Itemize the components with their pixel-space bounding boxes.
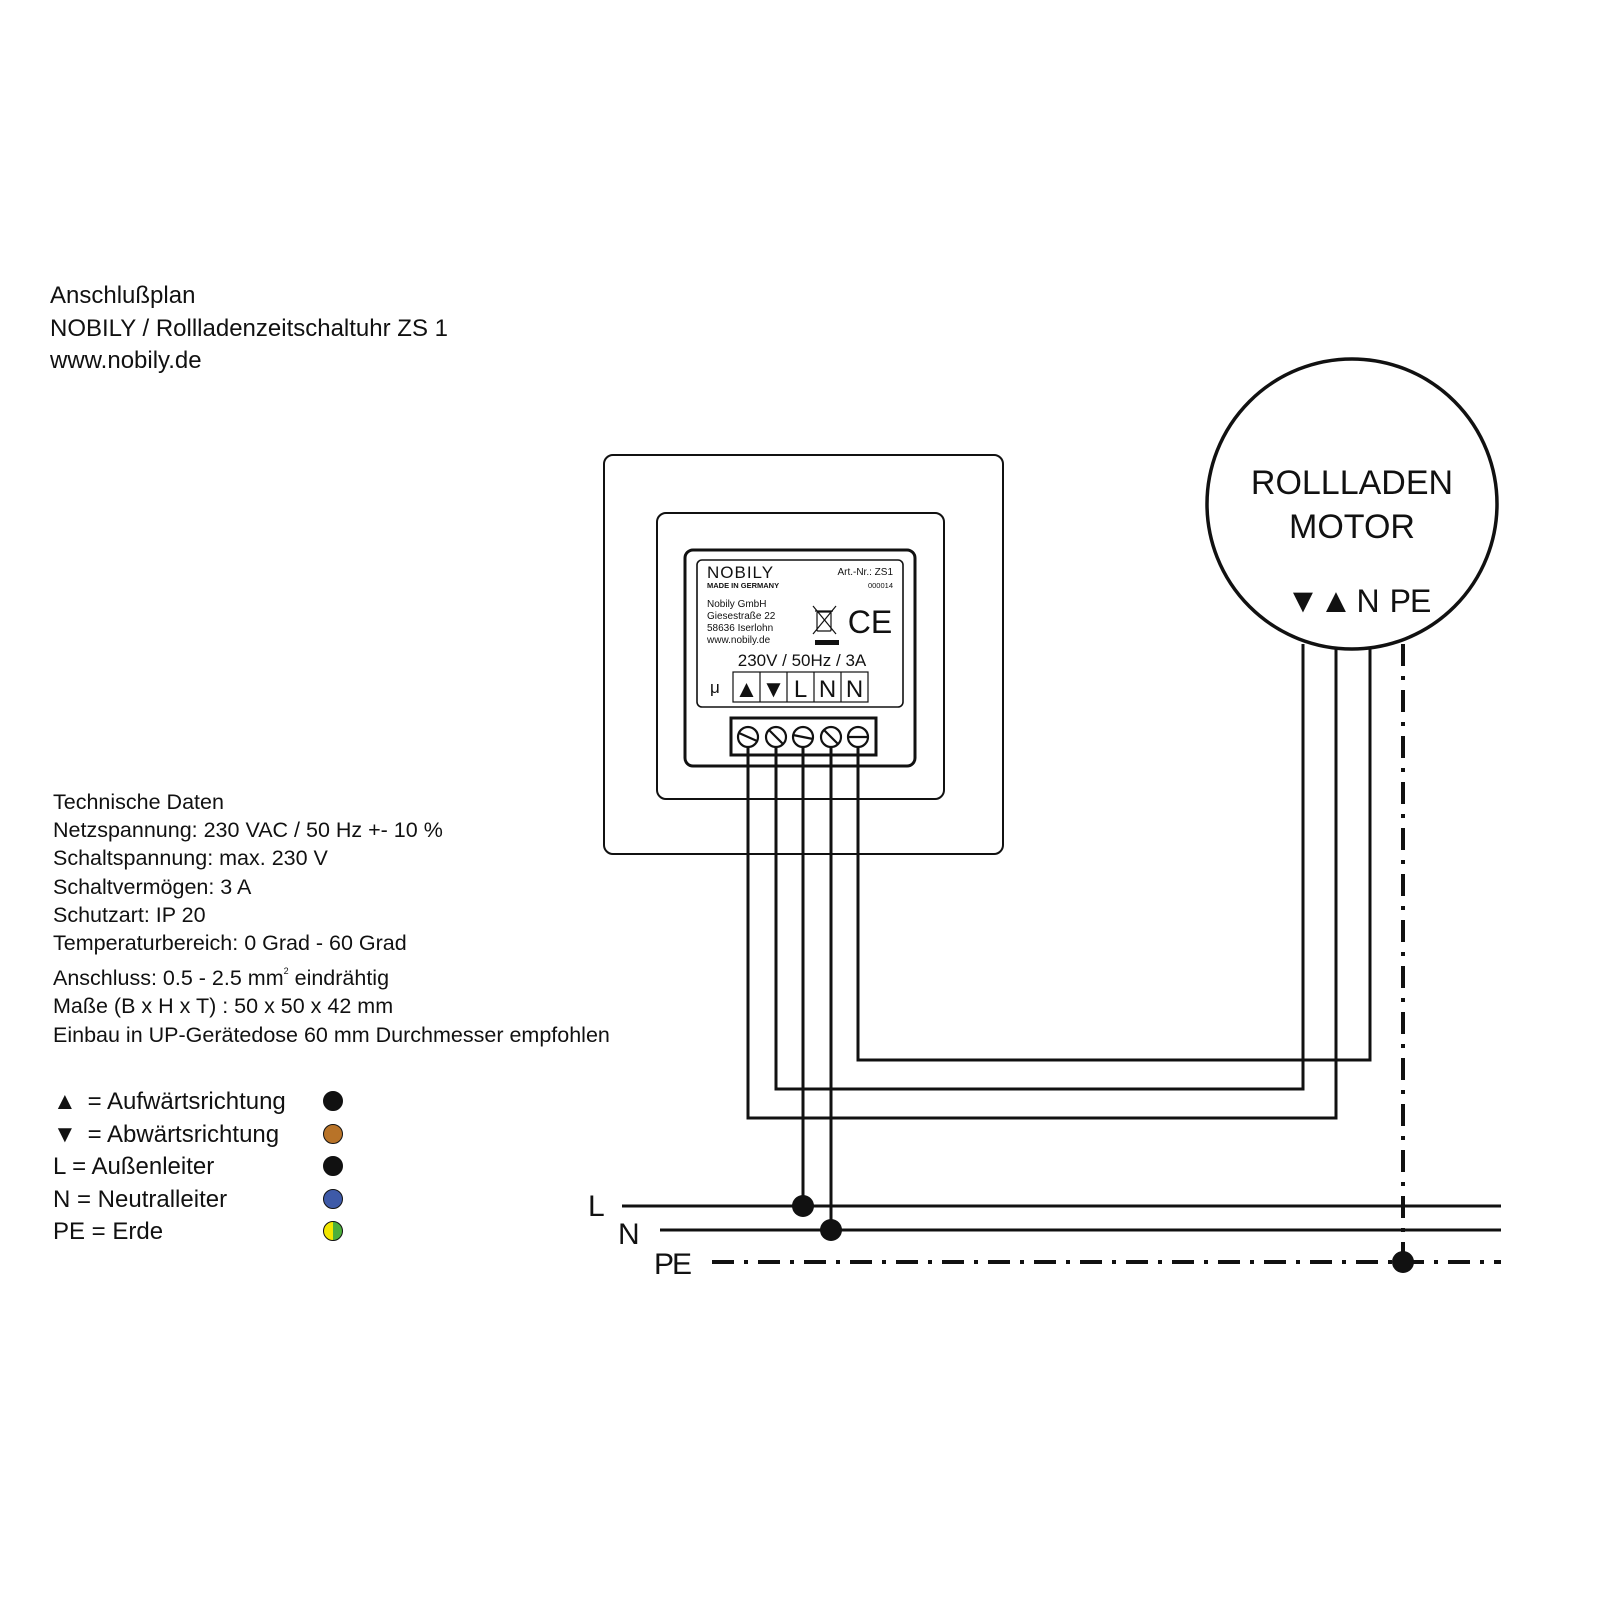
- connection-suffix: eindrähtig: [288, 966, 390, 991]
- legend-label: L = Außenleiter: [53, 1153, 215, 1180]
- screw-terminal-icon: [791, 725, 815, 749]
- tech-row: Maße (B x H x T) : 50 x 50 x 42 mm: [53, 994, 394, 1019]
- wire-neutral-motor: [856, 644, 1372, 1062]
- inner-frame: [656, 512, 945, 800]
- wire-color-black-dot: [323, 1156, 343, 1176]
- screw-terminal-icon: [736, 725, 760, 749]
- wire-color-blue-dot: [323, 1188, 343, 1209]
- motor-terminal-up: ▲: [1319, 582, 1353, 620]
- motor-title-line2: MOTOR: [1289, 508, 1415, 546]
- terminal-label-l: L: [794, 676, 807, 703]
- legend-item-l: L = Außenleiter: [53, 1151, 343, 1184]
- tech-row-connection: Anschluss: 0.5 - 2.5 mm2 eindrähtig: [53, 957, 610, 992]
- wire-color-brown-dot: [323, 1123, 343, 1144]
- legend-item-down: ▼ = Abwärtsrichtung: [53, 1119, 343, 1152]
- legend-item-up: ▲ = Aufwärtsrichtung: [53, 1086, 343, 1119]
- tech-row: Temperaturbereich: 0 Grad - 60 Grad: [53, 931, 407, 956]
- label-brand: NOBILY: [707, 563, 774, 582]
- tech-row: Schutzart: IP 20: [53, 902, 206, 927]
- motor-terminal-pe: PE: [1390, 583, 1431, 619]
- label-street: Giesestraße 22: [707, 611, 776, 622]
- label-article-no: Art.-Nr.: ZS1: [837, 567, 893, 578]
- label-website: www.nobily.de: [706, 635, 771, 646]
- junction-pe-dot: [1392, 1251, 1414, 1273]
- legend-label: = Aufwärtsrichtung: [81, 1088, 286, 1115]
- motor-title-line1: ROLLLADEN: [1251, 464, 1453, 502]
- label-company: Nobily GmbH: [707, 599, 766, 610]
- label-micro-symbol: μ: [710, 678, 720, 697]
- technical-data: Technische Daten Netzspannung: 230 VAC /…: [53, 788, 610, 1049]
- legend-label: PE = Erde: [53, 1218, 164, 1245]
- bus-label-pe: PE: [654, 1248, 691, 1281]
- terminal-label-n2: N: [846, 676, 863, 703]
- tech-heading: Technische Daten: [53, 790, 224, 814]
- tech-row: Schaltspannung: max. 230 V: [53, 846, 328, 871]
- motor-terminal-n: N: [1356, 583, 1379, 619]
- tech-row: Netzspannung: 230 VAC / 50 Hz +- 10 %: [53, 818, 443, 843]
- plan-title: Anschlußplan: [50, 282, 196, 309]
- legend-label: = Abwärtsrichtung: [81, 1120, 280, 1148]
- bus-label-n: N: [618, 1218, 640, 1251]
- wire-down: [774, 644, 1305, 1091]
- motor-circle: [1205, 357, 1499, 651]
- legend-label: N = Neutralleiter: [53, 1185, 228, 1213]
- motor-terminal-down: ▼: [1286, 582, 1320, 620]
- wire-color-yellow-green-dot: [323, 1221, 343, 1241]
- screw-terminal-icon: [846, 725, 870, 749]
- device-label-plate: [696, 559, 904, 708]
- junction-l-dot: [792, 1195, 814, 1217]
- label-city: 58636 Iserlohn: [707, 623, 773, 634]
- terminal-label-n: N: [819, 676, 836, 703]
- down-triangle-icon: ▼: [53, 1120, 77, 1148]
- wire-color-black-dot: [323, 1091, 343, 1111]
- label-serial: 000014: [868, 581, 893, 590]
- website-link: www.nobily.de: [50, 347, 202, 374]
- connection-text: Anschluss: 0.5 - 2.5 mm: [53, 966, 284, 991]
- device-body: [683, 548, 917, 768]
- screw-terminal-icon: [819, 725, 843, 749]
- legend-item-pe: PE = Erde: [53, 1216, 343, 1249]
- wires: [746, 644, 1372, 1230]
- label-rating: 230V / 50Hz / 3A: [738, 651, 867, 670]
- label-made-in: MADE IN GERMANY: [707, 581, 779, 590]
- document-header: Anschlußplan NOBILY / Rollladenzeitschal…: [50, 280, 448, 378]
- legend-item-n: N = Neutralleiter: [53, 1184, 343, 1217]
- terminal-label-row: ▲ ▼ L N N: [732, 671, 869, 703]
- terminal-label-down: ▼: [762, 676, 786, 703]
- connection-superscript: 2: [283, 966, 289, 977]
- terminal-label-up: ▲: [735, 676, 759, 703]
- ce-mark-icon: CE: [848, 604, 892, 640]
- up-triangle-icon: ▲: [53, 1088, 77, 1115]
- junction-n-dot: [820, 1219, 842, 1241]
- tech-row: Einbau in UP-Gerätedose 60 mm Durchmesse…: [53, 1022, 610, 1047]
- weee-crossed-bin-icon: [812, 605, 839, 645]
- tech-row: Schaltvermögen: 3 A: [53, 874, 252, 899]
- wire-up: [746, 644, 1338, 1120]
- wire-color-legend: ▲ = Aufwärtsrichtung ▼ = Abwärtsrichtung…: [53, 1086, 343, 1249]
- bus-label-l: L: [588, 1190, 605, 1223]
- product-name: NOBILY / Rollladenzeitschaltuhr ZS 1: [50, 314, 448, 342]
- screw-terminal-icon: [764, 725, 788, 749]
